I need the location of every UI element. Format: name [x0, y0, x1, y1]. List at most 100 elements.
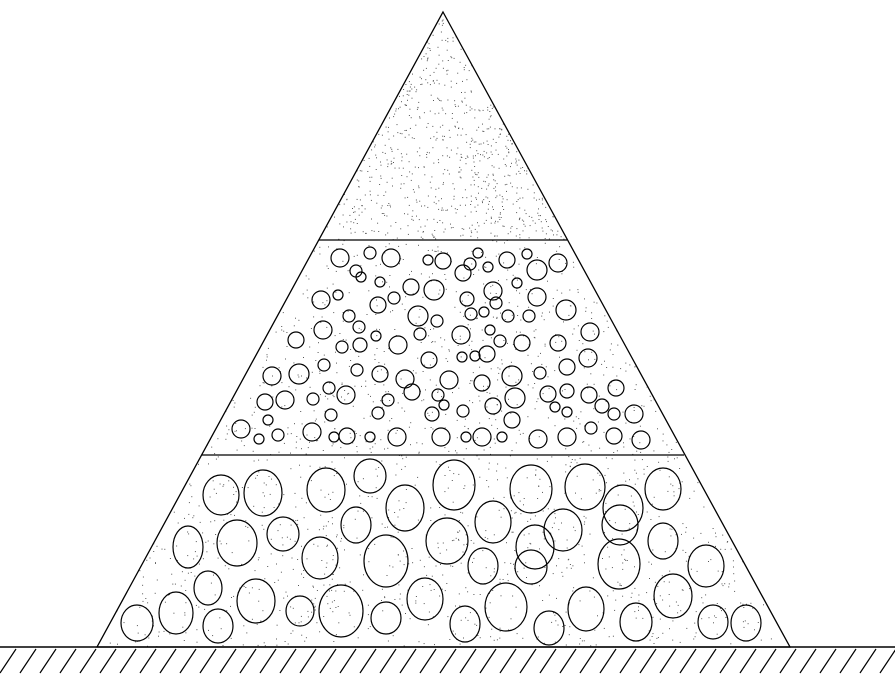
sand-grain: [227, 365, 228, 366]
sand-grain: [545, 346, 546, 347]
sand-grain: [455, 104, 456, 105]
hatch-line: [40, 649, 56, 673]
sand-grain: [303, 357, 304, 358]
sand-grain: [231, 597, 232, 598]
sand-grain: [545, 219, 546, 220]
sand-grain: [681, 402, 682, 403]
sand-grain: [236, 430, 237, 431]
sand-grain: [344, 204, 345, 205]
sand-grain: [495, 128, 496, 129]
sand-grain: [564, 222, 565, 223]
sand-grain: [465, 92, 466, 93]
sand-grain: [238, 269, 239, 270]
sand-grain: [361, 205, 362, 206]
sand-grain: [501, 517, 502, 518]
sand-grain: [555, 517, 556, 518]
sand-grain: [528, 384, 529, 385]
pebble: [529, 430, 547, 448]
sand-grain: [504, 116, 505, 117]
sand-grain: [523, 230, 524, 231]
sand-grain: [341, 106, 342, 107]
sand-grain: [519, 234, 520, 235]
sand-grain: [248, 540, 249, 541]
sand-grain: [340, 14, 341, 15]
sand-grain: [443, 232, 444, 233]
sand-grain: [348, 393, 349, 394]
sand-grain: [727, 517, 728, 518]
sand-grain: [347, 126, 348, 127]
sand-grain: [511, 129, 512, 130]
sand-grain: [573, 421, 574, 422]
sand-grain: [334, 74, 335, 75]
sand-grain: [649, 276, 650, 277]
sand-grain: [489, 418, 490, 419]
sand-grain: [365, 195, 366, 196]
sand-grain: [339, 567, 340, 568]
sand-grain: [624, 549, 625, 550]
sand-grain: [418, 520, 419, 521]
sand-grain: [720, 549, 721, 550]
sand-grain: [446, 210, 447, 211]
sand-grain: [339, 204, 340, 205]
sand-grain: [323, 585, 324, 586]
sand-grain: [118, 572, 119, 573]
sand-grain: [336, 120, 337, 121]
sand-grain: [402, 304, 403, 305]
sand-grain: [476, 516, 477, 517]
sand-grain: [377, 70, 378, 71]
sand-grain: [247, 363, 248, 364]
sand-grain: [267, 356, 268, 357]
sand-grain: [422, 84, 423, 85]
sand-grain: [387, 166, 388, 167]
sand-grain: [537, 459, 538, 460]
sand-grain: [373, 401, 374, 402]
sand-grain: [333, 184, 334, 185]
sand-grain: [534, 198, 535, 199]
sand-grain: [533, 220, 534, 221]
sand-grain: [370, 626, 371, 627]
sand-grain: [722, 571, 723, 572]
sand-grain: [387, 159, 388, 160]
sand-grain: [510, 183, 511, 184]
sand-grain: [297, 272, 298, 273]
sand-grain: [539, 159, 540, 160]
sand-grain: [638, 606, 639, 607]
sand-grain: [331, 590, 332, 591]
sand-grain: [421, 78, 422, 79]
hatch-line: [120, 649, 136, 673]
sand-grain: [319, 529, 320, 530]
sand-grain: [212, 635, 213, 636]
sand-grain: [472, 225, 473, 226]
sand-grain: [745, 620, 746, 621]
sand-grain: [321, 190, 322, 191]
sand-grain: [321, 54, 322, 55]
sand-grain: [547, 281, 548, 282]
sand-grain: [612, 367, 613, 368]
sand-grain: [484, 450, 485, 451]
sand-grain: [520, 168, 521, 169]
sand-grain: [370, 181, 371, 182]
sand-grain: [534, 331, 535, 332]
sand-grain: [519, 102, 520, 103]
sand-grain: [542, 231, 543, 232]
sand-grain: [514, 550, 515, 551]
sand-grain: [380, 162, 381, 163]
sand-grain: [267, 566, 268, 567]
sand-grain: [674, 458, 675, 459]
gravel-stone: [544, 509, 582, 551]
pebble: [479, 307, 489, 317]
sand-grain: [495, 221, 496, 222]
sand-grain: [584, 516, 585, 517]
sand-grain: [492, 108, 493, 109]
sand-grain: [776, 507, 777, 508]
sand-grain: [538, 637, 539, 638]
sand-grain: [271, 479, 272, 480]
sand-grain: [360, 170, 361, 171]
sand-grain: [378, 134, 379, 135]
sand-grain: [548, 508, 549, 509]
sand-grain: [291, 633, 292, 634]
sand-grain: [524, 170, 525, 171]
sand-grain: [535, 329, 536, 330]
sand-grain: [539, 548, 540, 549]
sand-grain: [295, 493, 296, 494]
